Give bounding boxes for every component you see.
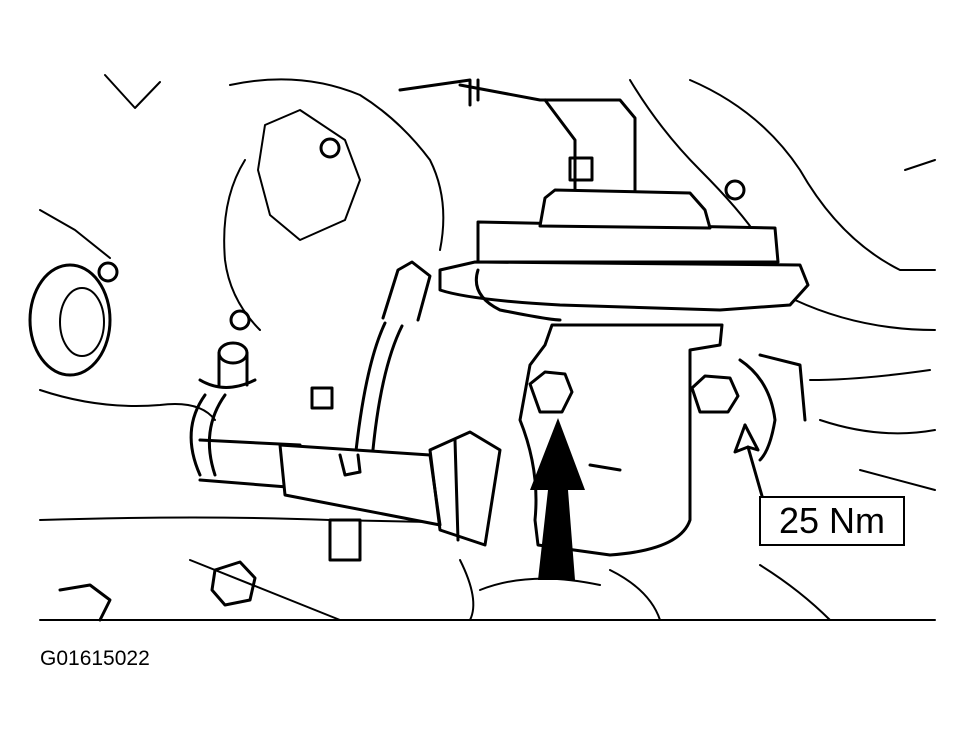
egr-diaphragm-housing [438, 188, 810, 322]
vacuum-hose [189, 260, 432, 477]
figure-code: G01615022 [40, 647, 150, 670]
egr-valve-body [518, 323, 724, 557]
torque-callout-arrow [733, 423, 764, 498]
egr-mounting-bolts [528, 353, 807, 462]
background-bolts [58, 137, 746, 622]
coolant-tube [198, 430, 502, 547]
engine-block-outline [39, 74, 936, 621]
coolant-port [28, 263, 112, 377]
torque-spec-label: 25 Nm [759, 496, 905, 546]
bolt-callout-arrow-left [530, 418, 585, 580]
egr-tube [398, 78, 637, 192]
